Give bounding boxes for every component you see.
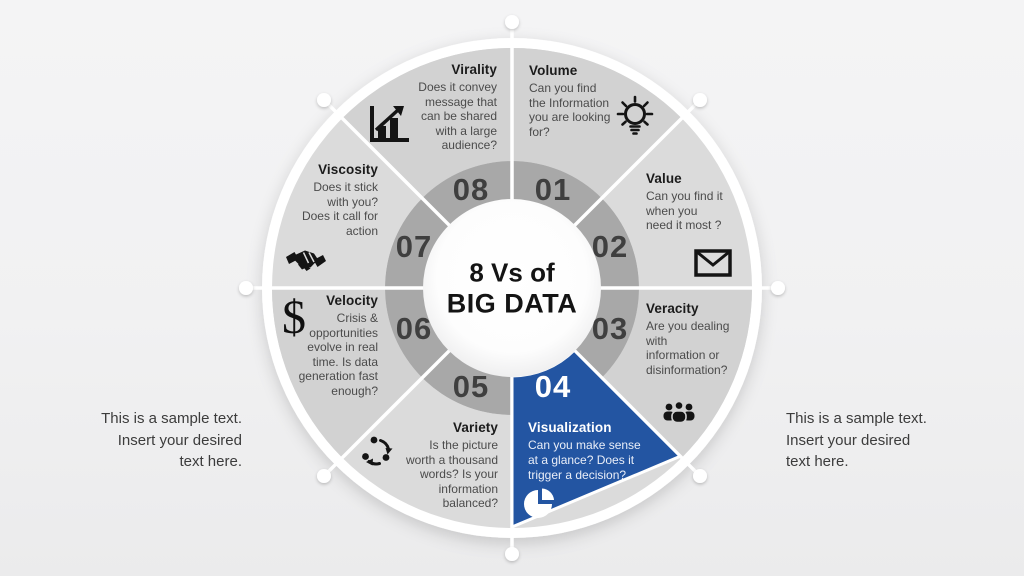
center-title-line2: BIG DATA bbox=[446, 288, 578, 319]
center-circle bbox=[423, 199, 601, 377]
segment-velocity-title: Velocity bbox=[326, 293, 378, 308]
segment-veracity: Veracity Are you dealing with informatio… bbox=[646, 301, 758, 377]
dollar-icon: $ bbox=[282, 291, 306, 344]
segment-variety-title: Variety bbox=[453, 420, 498, 435]
segment-visualization-title: Visualization bbox=[528, 420, 612, 435]
segment-virality-title: Virality bbox=[451, 62, 497, 77]
segment-volume-description: Can you find the Information you are loo… bbox=[529, 81, 611, 139]
envelope-icon bbox=[694, 249, 732, 277]
segment-number-viscosity: 07 bbox=[395, 229, 433, 264]
growth-chart-icon bbox=[366, 104, 410, 144]
center-title: 8 Vs of BIG DATA bbox=[447, 258, 577, 321]
lightbulb-icon bbox=[611, 94, 659, 142]
segment-viscosity: Viscosity Does it stick with you? Does i… bbox=[281, 162, 378, 238]
segment-viscosity-description: Does it stick with you? Does it call for… bbox=[301, 180, 378, 238]
left-sample-text: This is a sample text. Insert your desir… bbox=[101, 410, 242, 470]
center-title-line1: 8 Vs of bbox=[469, 257, 555, 288]
right-sample-text: This is a sample text. Insert your desir… bbox=[786, 410, 927, 470]
segment-value-description: Can you find it when you need it most ? bbox=[646, 189, 723, 233]
segment-virality-description: Does it convey message that can be share… bbox=[418, 80, 497, 153]
segment-volume: Volume Can you find the Information you … bbox=[529, 63, 633, 139]
segment-velocity-description: Crisis & opportunities evolve in real ti… bbox=[298, 311, 378, 398]
segment-variety: Variety Is the picture worth a thousand … bbox=[397, 420, 498, 511]
segment-value-title: Value bbox=[646, 171, 682, 186]
people-group-icon bbox=[662, 401, 696, 425]
connector-dots bbox=[239, 15, 785, 561]
segment-number-velocity: 06 bbox=[395, 311, 433, 346]
segment-veracity-description: Are you dealing with information or disi… bbox=[646, 319, 730, 377]
segment-value: Value Can you find it when you need it m… bbox=[646, 171, 756, 233]
cycle-dots-icon bbox=[360, 435, 396, 468]
segment-veracity-title: Veracity bbox=[646, 301, 699, 316]
segment-number-variety: 05 bbox=[452, 369, 490, 404]
segment-number-volume: 01 bbox=[534, 172, 572, 207]
segment-volume-title: Volume bbox=[529, 63, 578, 78]
segment-number-virality: 08 bbox=[452, 172, 490, 207]
segment-number-value: 02 bbox=[591, 229, 629, 264]
pie-chart-icon bbox=[524, 487, 556, 518]
segment-velocity: Velocity Crisis & opportunities evolve i… bbox=[280, 293, 378, 399]
segment-visualization: Visualization Can you make sense at a gl… bbox=[528, 420, 656, 484]
segment-number-veracity: 03 bbox=[591, 311, 629, 346]
segment-virality: Virality Does it convey message that can… bbox=[391, 62, 497, 153]
segment-variety-description: Is the picture worth a thousand words? I… bbox=[405, 438, 498, 511]
segment-number-visualization: 04 bbox=[534, 369, 572, 404]
segment-visualization-description: Can you make sense at a glance? Does it … bbox=[528, 438, 641, 483]
segment-viscosity-title: Viscosity bbox=[318, 162, 378, 177]
handshake-icon bbox=[286, 247, 326, 274]
